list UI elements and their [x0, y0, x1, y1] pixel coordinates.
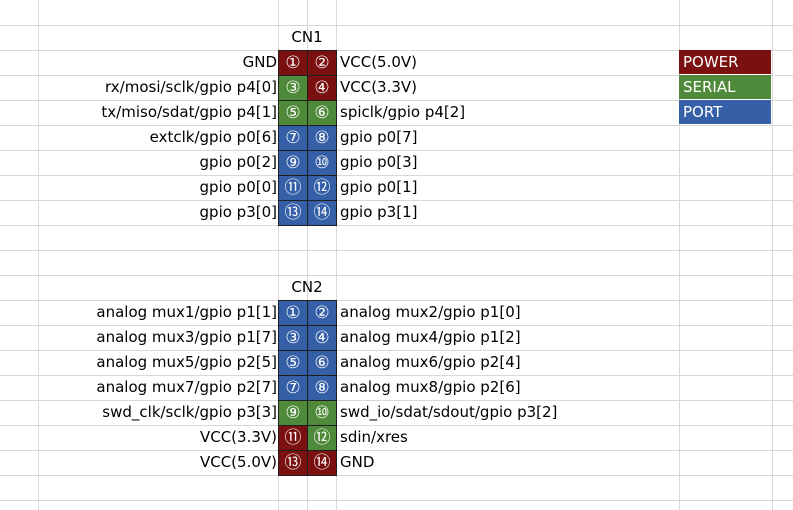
pin-number-left: ⑬: [278, 200, 308, 226]
pin-label-right: sdin/xres: [340, 428, 408, 446]
pin-label-left: analog mux3/gpio p1[7]: [96, 328, 277, 346]
pin-label-left: gpio p0[0]: [199, 178, 277, 196]
pin-number-right: ⑩: [307, 400, 337, 426]
pin-label-left: VCC(5.0V): [199, 453, 277, 471]
pin-number-right: ⑥: [307, 350, 337, 376]
legend-item-serial: SERIAL: [679, 75, 771, 99]
pin-number-right: ⑧: [307, 125, 337, 151]
connector-title: CN2: [291, 278, 323, 296]
legend-item-power: POWER: [679, 50, 771, 74]
pin-label-right: VCC(3.3V): [340, 78, 418, 96]
pin-label-right: GND: [340, 453, 375, 471]
pin-label-right: analog mux2/gpio p1[0]: [340, 303, 521, 321]
pin-label-right: VCC(5.0V): [340, 53, 418, 71]
pin-number-left: ⑤: [278, 100, 308, 126]
pin-number-left: ⑨: [278, 150, 308, 176]
pin-number-left: ③: [278, 325, 308, 351]
pin-label-right: gpio p3[1]: [340, 203, 418, 221]
pin-label-right: analog mux8/gpio p2[6]: [340, 378, 521, 396]
pin-number-left: ⑨: [278, 400, 308, 426]
pin-label-left: VCC(3.3V): [199, 428, 277, 446]
pin-number-left: ⑦: [278, 375, 308, 401]
pin-number-right: ⑫: [307, 175, 337, 201]
pin-number-right: ⑭: [307, 450, 337, 476]
pin-number-left: ⑪: [278, 425, 308, 451]
pin-label-left: gpio p3[0]: [199, 203, 277, 221]
pin-number-right: ⑥: [307, 100, 337, 126]
pin-label-right: analog mux4/gpio p1[2]: [340, 328, 521, 346]
legend-item-port: PORT: [679, 100, 771, 124]
pin-label-left: analog mux7/gpio p2[7]: [96, 378, 277, 396]
pin-number-left: ⑦: [278, 125, 308, 151]
pin-label-right: analog mux6/gpio p2[4]: [340, 353, 521, 371]
pin-number-right: ④: [307, 325, 337, 351]
pin-number-right: ⑭: [307, 200, 337, 226]
pin-label-left: GND: [242, 53, 277, 71]
pin-number-left: ⑪: [278, 175, 308, 201]
pin-label-left: analog mux1/gpio p1[1]: [96, 303, 277, 321]
pin-number-right: ⑩: [307, 150, 337, 176]
pin-label-left: rx/mosi/sclk/gpio p4[0]: [105, 78, 277, 96]
pin-number-left: ③: [278, 75, 308, 101]
pin-number-left: ①: [278, 50, 308, 76]
pin-label-right: gpio p0[3]: [340, 153, 418, 171]
pin-label-right: swd_io/sdat/sdout/gpio p3[2]: [340, 403, 558, 421]
pin-label-left: swd_clk/sclk/gpio p3[3]: [102, 403, 277, 421]
pin-number-right: ④: [307, 75, 337, 101]
pin-label-right: gpio p0[7]: [340, 128, 418, 146]
pin-number-right: ⑫: [307, 425, 337, 451]
pin-number-left: ⑬: [278, 450, 308, 476]
pin-label-right: gpio p0[1]: [340, 178, 418, 196]
pin-number-right: ⑧: [307, 375, 337, 401]
pin-number-right: ②: [307, 300, 337, 326]
pin-label-right: spiclk/gpio p4[2]: [340, 103, 466, 121]
pin-label-left: analog mux5/gpio p2[5]: [96, 353, 277, 371]
pin-number-left: ①: [278, 300, 308, 326]
pin-label-left: gpio p0[2]: [199, 153, 277, 171]
connector-title: CN1: [291, 28, 323, 46]
pin-label-left: extclk/gpio p0[6]: [149, 128, 277, 146]
pin-number-left: ⑤: [278, 350, 308, 376]
pin-label-left: tx/miso/sdat/gpio p4[1]: [101, 103, 277, 121]
pin-number-right: ②: [307, 50, 337, 76]
